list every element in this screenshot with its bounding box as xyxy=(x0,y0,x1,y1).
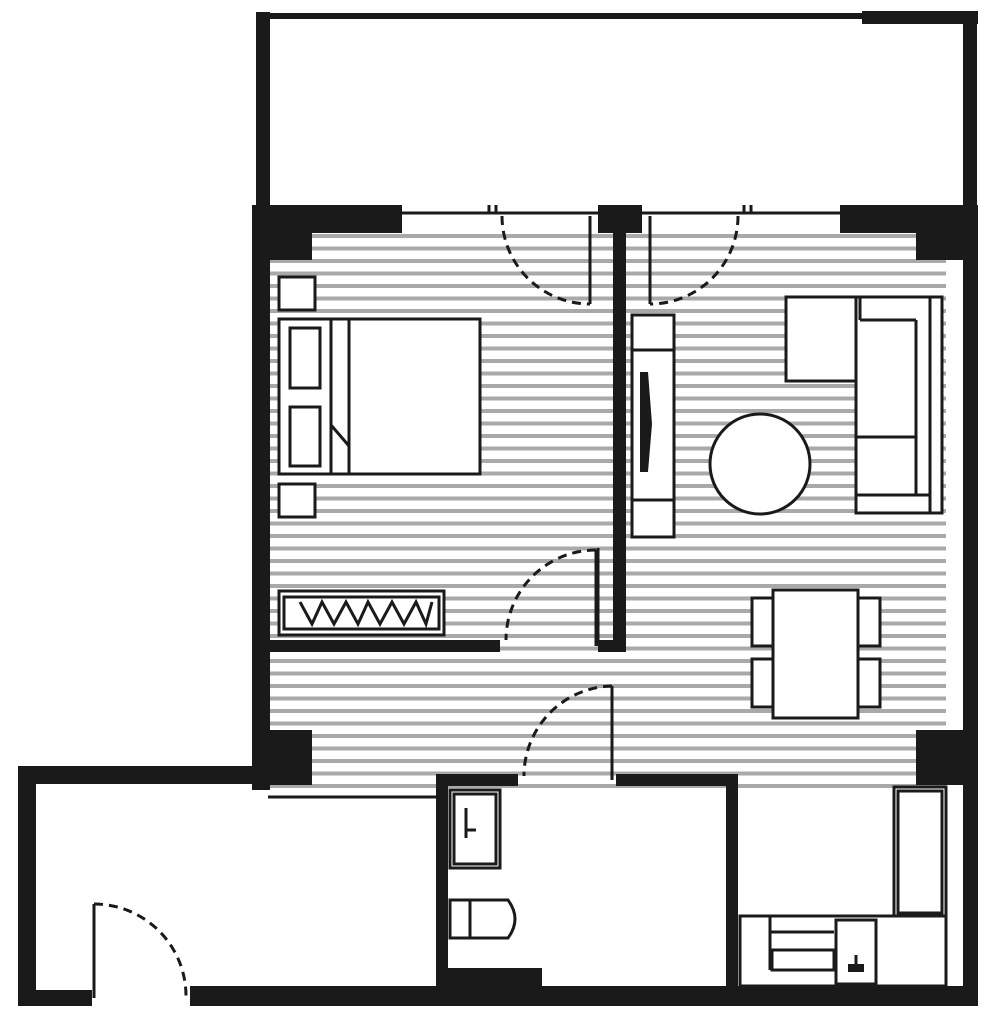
dining-table xyxy=(771,588,860,720)
nightstand xyxy=(277,275,317,312)
fridge xyxy=(892,785,948,919)
balcony xyxy=(256,11,978,212)
kitchen xyxy=(738,785,948,988)
sliding-doors xyxy=(402,205,840,215)
pillow xyxy=(288,326,322,390)
nightstand xyxy=(277,482,317,519)
doors xyxy=(92,215,740,998)
living-furniture xyxy=(630,295,944,720)
toilet xyxy=(448,898,472,940)
tv-cabinet xyxy=(630,313,676,539)
exterior-walls xyxy=(18,205,978,1006)
interior-walls xyxy=(270,232,738,988)
sink xyxy=(834,918,878,986)
coffee-table xyxy=(708,412,812,516)
bedroom-furniture xyxy=(277,275,482,637)
pillow xyxy=(288,405,322,468)
stove xyxy=(770,948,836,972)
bathroom-fixtures xyxy=(448,788,517,940)
